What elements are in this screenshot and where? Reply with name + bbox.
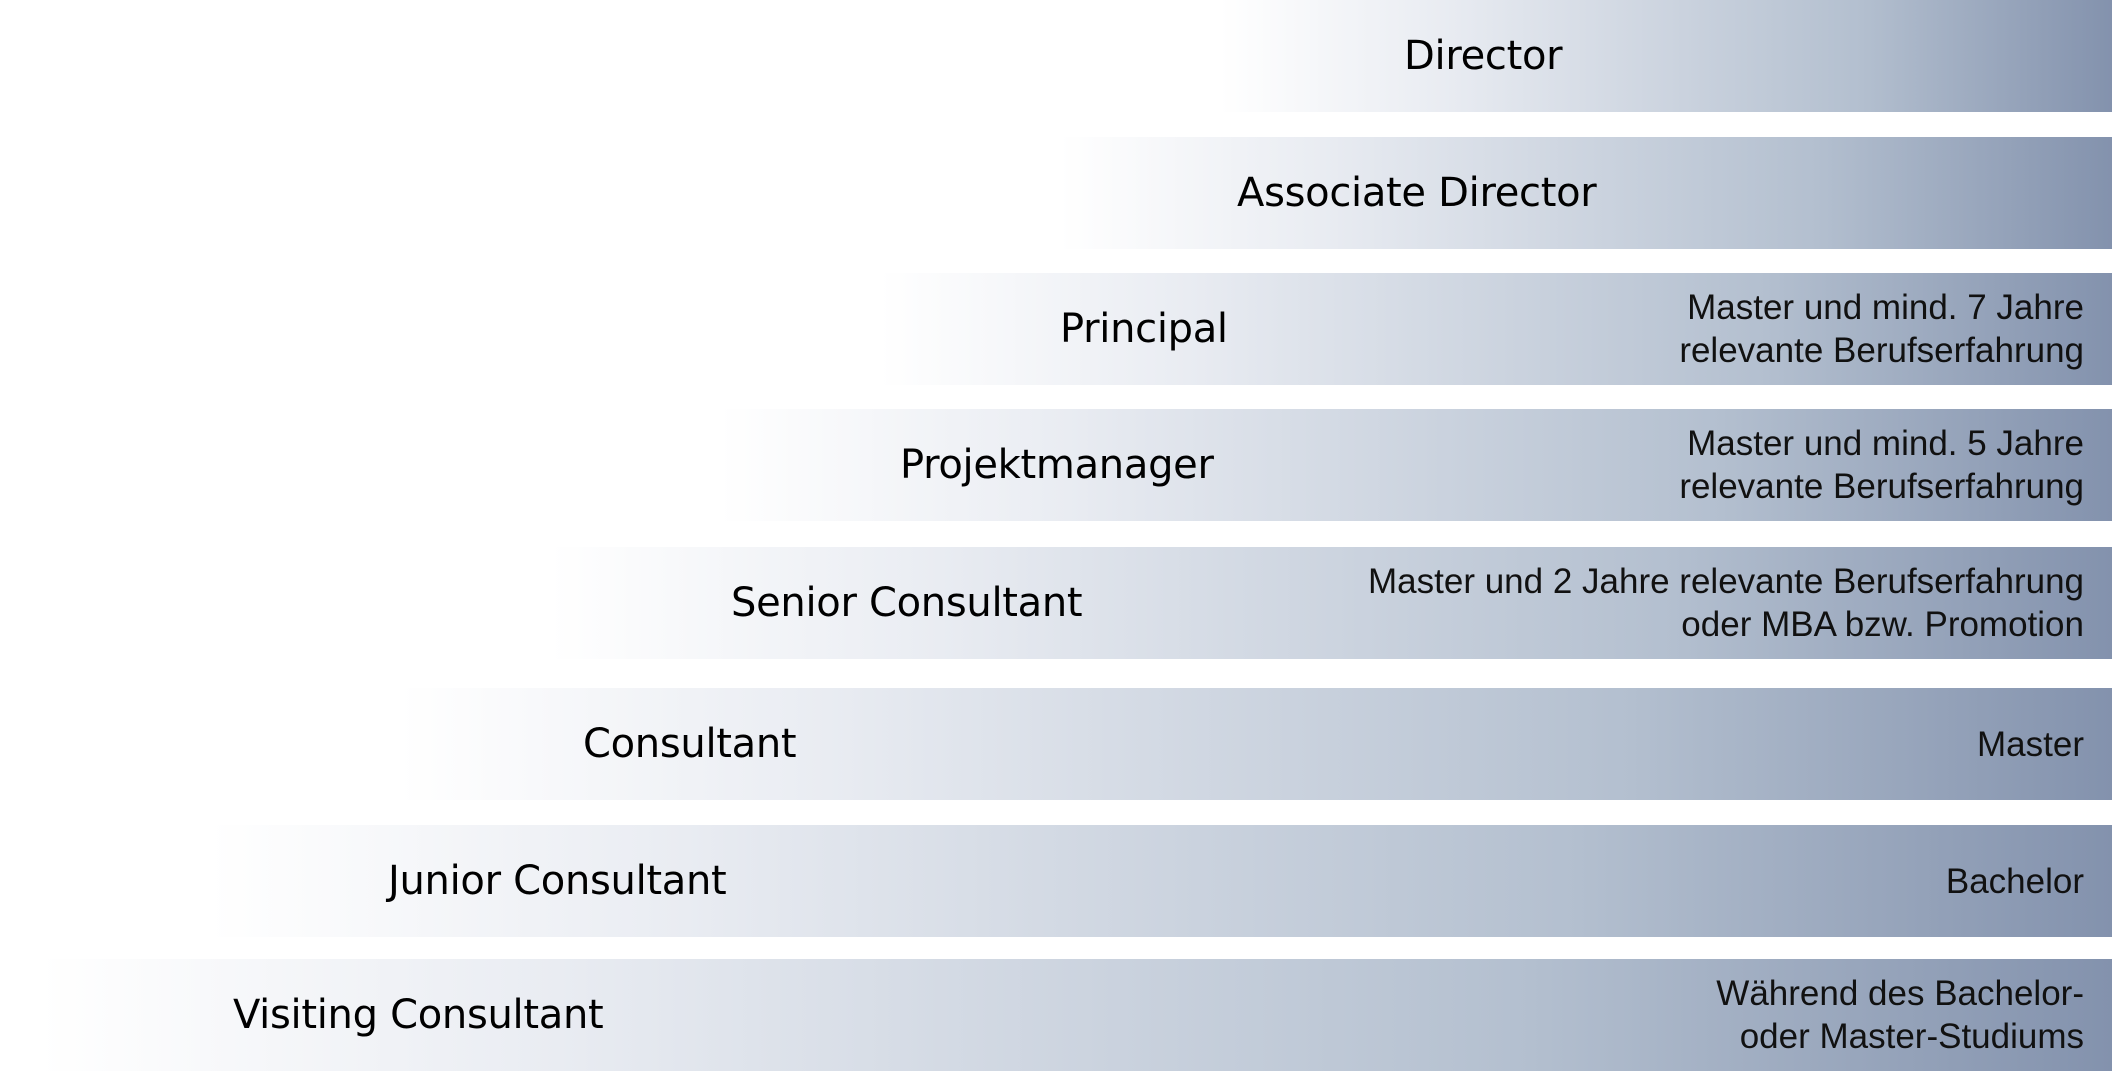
requirement-line: Während des Bachelor- (1716, 974, 2084, 1013)
requirement-text: Bachelor (1946, 825, 2084, 937)
requirement-text: Während des Bachelor- oder Master-Studiu… (1716, 959, 2084, 1071)
role-label: Associate Director (1237, 170, 1597, 216)
level-senior-consultant: Senior Consultant Master und 2 Jahre rel… (550, 547, 2112, 659)
requirement-line: Master und mind. 5 Jahre (1687, 424, 2084, 463)
role-label: Director (1404, 33, 1563, 79)
role-label: Projektmanager (900, 442, 1214, 488)
requirement-line: relevante Berufserfahrung (1679, 331, 2084, 370)
level-visiting-consultant: Visiting Consultant Während des Bachelor… (40, 959, 2112, 1071)
role-label: Consultant (583, 721, 797, 767)
level-projektmanager: Projektmanager Master und mind. 5 Jahre … (720, 409, 2112, 521)
level-junior-consultant: Junior Consultant Bachelor (210, 825, 2112, 937)
level-consultant: Consultant Master (400, 688, 2112, 800)
requirement-line: Bachelor (1945, 861, 2084, 901)
role-label: Junior Consultant (388, 858, 727, 904)
requirement-text: Master und 2 Jahre relevante Berufserfah… (1368, 547, 2084, 659)
requirement-line: oder Master-Studiums (1739, 1017, 2084, 1056)
requirement-line: relevante Berufserfahrung (1679, 467, 2084, 506)
requirement-text: Master (1977, 688, 2084, 800)
requirement-text: Master und mind. 5 Jahre relevante Beruf… (1679, 409, 2084, 521)
level-associate-director: Associate Director (1060, 137, 2112, 249)
requirement-line: oder MBA bzw. Promotion (1681, 605, 2084, 644)
requirement-line: Master (1977, 724, 2084, 764)
requirement-line: Master und 2 Jahre relevante Berufserfah… (1368, 562, 2084, 601)
role-label: Principal (1060, 306, 1228, 352)
level-principal: Principal Master und mind. 7 Jahre relev… (880, 273, 2112, 385)
requirement-text: Master und mind. 7 Jahre relevante Beruf… (1679, 273, 2084, 385)
role-label: Visiting Consultant (233, 992, 604, 1038)
role-label: Senior Consultant (731, 580, 1083, 626)
requirement-line: Master und mind. 7 Jahre (1687, 288, 2084, 327)
level-director: Director (1220, 0, 2112, 112)
